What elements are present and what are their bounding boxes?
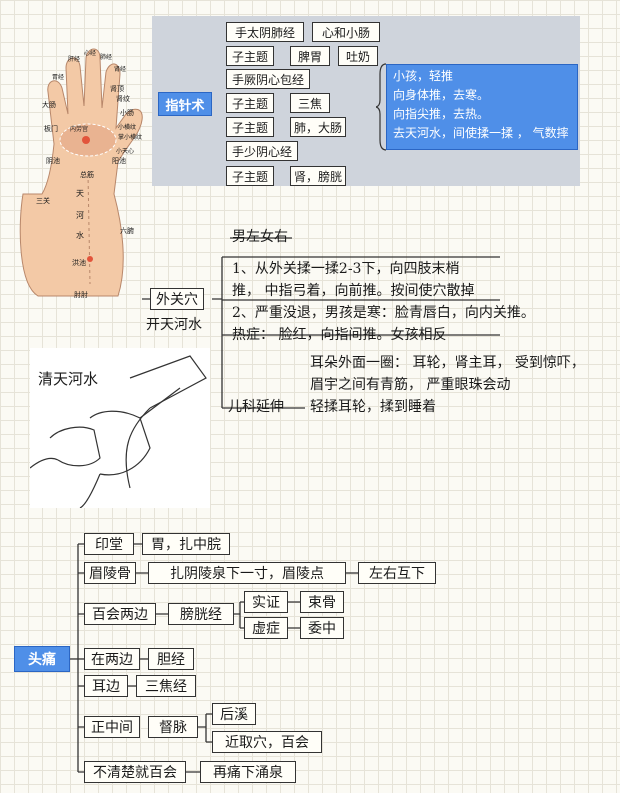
node-pangguangjing[interactable]: 膀胱经 <box>168 603 234 625</box>
node-feidachang[interactable]: 肺，大肠 <box>290 117 346 137</box>
node-danjing[interactable]: 胆经 <box>148 648 194 670</box>
toutong-root[interactable]: 头痛 <box>14 646 70 672</box>
node-zizhuti-2[interactable]: 子主题 <box>226 93 274 113</box>
hand-label-hongchi: 洪池 <box>72 259 86 267</box>
hand-label-ganjing: 肝经 <box>68 56 81 63</box>
hand-label-feijing: 肺经 <box>100 54 113 61</box>
zhizhenshu-root[interactable]: 指针术 <box>158 92 212 116</box>
node-zaitong[interactable]: 再痛下涌泉 <box>200 761 296 783</box>
node-dumai[interactable]: 督脉 <box>148 716 198 738</box>
hand-label-zongjin: 总筋 <box>80 171 94 179</box>
hand-label-neilaogong: 内劳宫 <box>70 126 89 133</box>
node-shoujueyin[interactable]: 手厥阴心包经 <box>226 69 310 89</box>
waiguan-line-4: 热症： 脸红，向指间推。女孩相反 <box>232 327 447 343</box>
node-meilenggu[interactable]: 眉陵骨 <box>84 562 136 584</box>
node-zizhuti-3[interactable]: 子主题 <box>226 117 274 137</box>
note-line-4: 去天河水，间使揉一揉 ， 气数摔 <box>393 126 569 140</box>
waiguan-node[interactable]: 外关穴 <box>150 288 204 310</box>
node-erbian[interactable]: 耳边 <box>84 675 128 697</box>
node-jinquxue[interactable]: 近取穴，百会 <box>212 731 322 753</box>
ext-line-3: 轻揉耳轮，揉到睡着 <box>310 399 436 415</box>
node-baihuiliangbian[interactable]: 百会两边 <box>84 603 156 625</box>
node-zuoyouhuxia[interactable]: 左右互下 <box>358 562 436 584</box>
ext-line-2: 眉宇之间有青筋， 严重眼珠会动 <box>310 377 511 393</box>
male-left-female-right: 男左女右 <box>232 229 288 245</box>
hand-acupoint-illustration: 大肠 肾顶 肾纹 小肠 内劳宫 小横纹 掌小横纹 小天心 阳池 总筋 阴池 板门… <box>18 44 148 302</box>
node-houxi[interactable]: 后溪 <box>212 703 256 725</box>
node-shoutaiyin[interactable]: 手太阴肺经 <box>226 22 304 42</box>
node-zizhuti-1[interactable]: 子主题 <box>226 46 274 66</box>
hand-label-xiaotianxin: 小天心 <box>116 148 135 155</box>
tuina-note: 小孩，轻推 向身体推，去寒。 向指尖推，去热。 去天河水，间使揉一揉 ， 气数摔 <box>386 64 578 150</box>
hand-label-xiaohengwen: 小横纹 <box>118 124 137 131</box>
hand-label-zhangxiaohengwen: 掌小横纹 <box>118 134 143 141</box>
node-piwei[interactable]: 脾胃 <box>290 46 330 66</box>
hand-label-tian: 天 <box>76 189 84 198</box>
node-zhayinlingquan[interactable]: 扎阴陵泉下一寸，眉陵点 <box>148 562 346 584</box>
waiguan-line-3: 2、严重没退，男孩是寒：脸青唇白，向内关推。 <box>232 305 535 321</box>
node-xuzheng[interactable]: 虚症 <box>244 617 288 639</box>
note-bracket <box>376 63 387 151</box>
hand-label-weijing: 胃经 <box>52 74 65 81</box>
hand-label-xinjing: 心经 <box>84 50 97 57</box>
waiguan-line-1: 1、从外关揉一揉2-3下，向四肢末梢 <box>232 261 460 277</box>
node-zhengzhongjian[interactable]: 正中间 <box>84 716 140 738</box>
node-yintang[interactable]: 印堂 <box>84 533 134 555</box>
sketch-label: 清天河水 <box>38 370 99 388</box>
hand-label-dachang: 大肠 <box>42 101 56 109</box>
node-weizhong[interactable]: 委中 <box>300 617 344 639</box>
hand-label-shui: 水 <box>76 231 84 240</box>
node-zizhuti-4[interactable]: 子主题 <box>226 166 274 186</box>
kaitianheshui-label: 开天河水 <box>146 317 202 333</box>
node-zailiangbian[interactable]: 在两边 <box>84 648 140 670</box>
hand-label-he: 河 <box>76 211 84 220</box>
ext-title: 儿科延伸 <box>228 399 284 415</box>
note-line-1: 小孩，轻推 <box>393 69 454 83</box>
hand-label-sanguan: 三关 <box>36 197 50 205</box>
node-sanjiao[interactable]: 三焦 <box>290 93 330 113</box>
node-tunai[interactable]: 吐奶 <box>338 46 378 66</box>
node-sanjiaojing[interactable]: 三焦经 <box>136 675 196 697</box>
node-xinhexiaochang[interactable]: 心和小肠 <box>312 22 380 42</box>
node-shugu[interactable]: 束骨 <box>300 591 344 613</box>
hand-label-zhouzhou: 肘肘 <box>74 291 88 299</box>
node-shenpangguang[interactable]: 肾，膀胱 <box>290 166 346 186</box>
node-shoushaoyin[interactable]: 手少阴心经 <box>226 141 298 161</box>
hand-label-shenjing: 肾经 <box>114 66 127 73</box>
hand-label-yangchi: 阳池 <box>112 157 126 165</box>
note-line-3: 向指尖推，去热。 <box>393 107 490 121</box>
note-line-2: 向身体推，去寒。 <box>393 88 490 102</box>
hand-label-banmen: 板门 <box>44 125 58 133</box>
ext-line-1: 耳朵外面一圈： 耳轮，肾主耳， 受到惊吓， <box>310 355 585 371</box>
node-shizheng[interactable]: 实证 <box>244 591 288 613</box>
node-buqingchu[interactable]: 不清楚就百会 <box>84 761 186 783</box>
node-wei-zhongwan[interactable]: 胃，扎中脘 <box>142 533 230 555</box>
hand-label-shending: 肾顶 <box>110 85 124 93</box>
hand-label-liufu: 六腑 <box>120 227 134 235</box>
qingtianheshui-sketch: 清天河水 <box>30 348 210 508</box>
hand-label-shenwen: 肾纹 <box>116 95 130 103</box>
waiguan-line-2: 推， 中指弓着，向前推。按间使穴散掉 <box>232 283 475 299</box>
hand-label-yinchi: 阴池 <box>46 157 60 165</box>
hand-label-xiaochang: 小肠 <box>120 109 134 117</box>
